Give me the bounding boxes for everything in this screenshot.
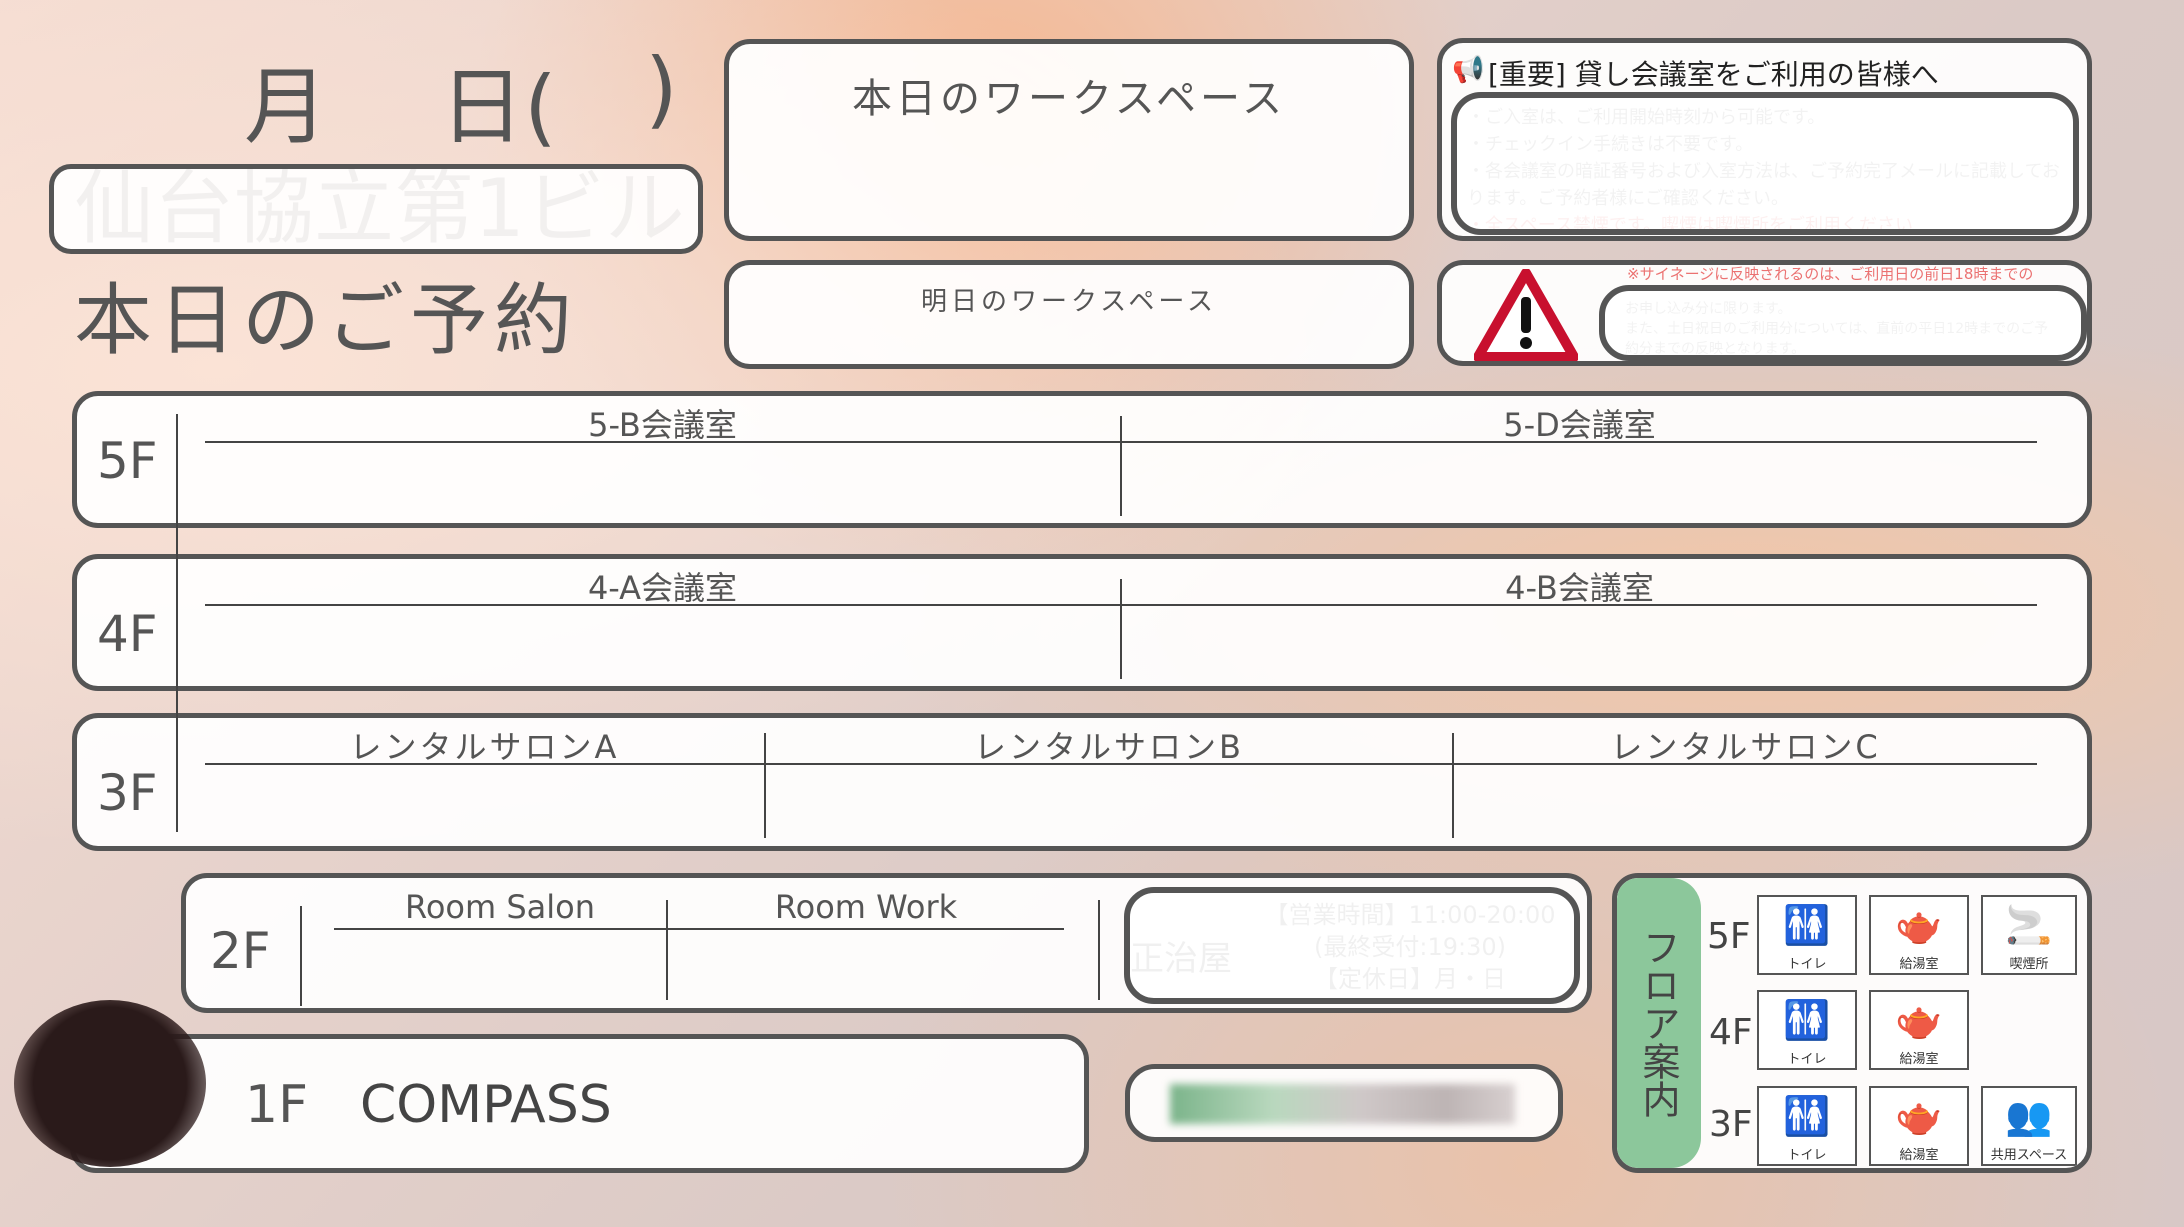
guide-floor-label: 4F — [1709, 1012, 1753, 1053]
floor-label: 3F — [97, 764, 158, 822]
room-4b: 4-B会議室 — [1505, 569, 1654, 607]
floor-label: 5F — [97, 432, 158, 490]
today-workspace-box: 本日のワークスペース — [724, 39, 1414, 241]
room-5b: 5-B会議室 — [588, 406, 737, 444]
shop-last-order: (最終受付:19:30) — [1314, 933, 1506, 961]
warning-line: お申し込み分に限ります。 — [1625, 301, 1792, 317]
restroom-icon: 🚻トイレ — [1757, 1086, 1857, 1166]
warning-line: ※サイネージに反映されるのは、ご利用日の前日18時までの — [1627, 265, 2034, 283]
teapot-icon: 🫖給湯室 — [1869, 895, 1969, 975]
guide-floor-label: 3F — [1709, 1104, 1753, 1145]
notice-line: ・各会議室の暗証番号および入室方法は、ご予約完了メールに記載しております。ご予約… — [1467, 161, 2060, 209]
today-workspace-title: 本日のワークスペース — [852, 76, 1286, 122]
restroom-icon: 🚻トイレ — [1757, 990, 1857, 1070]
people-icon: 👥共用スペース — [1981, 1086, 2077, 1166]
page-title: 本日のご予約 — [74, 276, 579, 366]
smoking-area-icon: 🚬喫煙所 — [1981, 895, 2077, 975]
teapot-icon: 🫖給湯室 — [1869, 990, 1969, 1070]
building-name: 仙台協立第1ビル — [74, 164, 685, 254]
shop-hours: 【営業時間】11:00-20:00 — [1264, 901, 1556, 929]
floor-1f-row: 1F COMPASS — [70, 1034, 1089, 1173]
room-5d: 5-D会議室 — [1503, 406, 1656, 444]
floor-label: 4F — [97, 605, 158, 663]
floor-divider — [176, 414, 178, 832]
room-4a: 4-A会議室 — [587, 569, 738, 607]
warning-line: また、土日祝日のご利用分については、直前の平日12時までのご予約分までの反映とな… — [1625, 321, 2049, 357]
floor-guide: フロア案内 5F 4F 3F 🚻トイレ 🫖給湯室 🚬喫煙所 🚻トイレ 🫖給湯室 … — [1612, 873, 2092, 1173]
tomorrow-workspace-title: 明日のワークスペース — [920, 287, 1218, 317]
notice-line: ・全スペース禁煙です。喫煙は喫煙所をご利用ください — [1467, 215, 1914, 235]
shop-box: 正治屋 【営業時間】11:00-20:00 (最終受付:19:30) 【定休日】… — [1124, 887, 1580, 1004]
megaphone-icon: 📢 — [1452, 55, 1485, 85]
warning-box: ※サイネージに反映されるのは、ご利用日の前日18時までの お申し込み分に限ります… — [1437, 260, 2092, 366]
warning-triangle-icon — [1474, 269, 1578, 361]
tomorrow-workspace-box: 明日のワークスペース — [724, 260, 1414, 369]
blurred-box — [1125, 1064, 1563, 1142]
date-close: ) — [645, 40, 678, 138]
floor-label: 2F — [210, 922, 271, 980]
floor-4f-row: 4F 4-A会議室 4-B会議室 — [72, 554, 2092, 691]
building-name-box: 仙台協立第1ビル — [49, 164, 703, 254]
shop-closed: 【定休日】月・日 — [1314, 965, 1506, 993]
notice-body: ・ご入室は、ご利用開始時刻から可能です。 ・チェックイン手続きは不要です。 ・各… — [1451, 92, 2079, 235]
date-day: 日( — [440, 58, 557, 156]
room-salon-c: レンタルサロンC — [1610, 728, 1881, 766]
notice-box: 📢 [重要] 貸し会議室をご利用の皆様へ ・ご入室は、ご利用開始時刻から可能です… — [1437, 38, 2092, 241]
room-work: Room Work — [774, 888, 958, 926]
floor-3f-row: 3F レンタルサロンA レンタルサロンB レンタルサロンC — [72, 713, 2092, 851]
logo-circle — [14, 1000, 206, 1167]
notice-line: ・チェックイン手続きは不要です。 — [1467, 134, 1754, 155]
warning-body: お申し込み分に限ります。 また、土日祝日のご利用分については、直前の平日12時ま… — [1599, 285, 2087, 361]
floor-label: 1F — [245, 1075, 308, 1135]
guide-floor-label: 5F — [1707, 916, 1751, 957]
shop-name: 正治屋 — [1130, 939, 1232, 979]
room-salon-a: レンタルサロンA — [349, 728, 620, 766]
notice-title: [重要] 貸し会議室をご利用の皆様へ — [1488, 58, 1939, 91]
restroom-icon: 🚻トイレ — [1757, 895, 1857, 975]
teapot-icon: 🫖給湯室 — [1869, 1086, 1969, 1166]
notice-line: ・ご入室は、ご利用開始時刻から可能です。 — [1467, 107, 1826, 128]
floor-guide-title: フロア案内 — [1636, 928, 1680, 1118]
floor-2f-row: 2F Room Salon Room Work 正治屋 【営業時間】11:00-… — [181, 873, 1592, 1013]
floor-1f-name: COMPASS — [360, 1075, 612, 1135]
room-salon: Room Salon — [405, 888, 595, 926]
room-salon-b: レンタルサロンB — [974, 728, 1244, 766]
date-month: 月 — [244, 58, 329, 156]
floor-5f-row: 5F 5-B会議室 5-D会議室 — [72, 391, 2092, 528]
floor-guide-title-band — [1617, 878, 1701, 1168]
